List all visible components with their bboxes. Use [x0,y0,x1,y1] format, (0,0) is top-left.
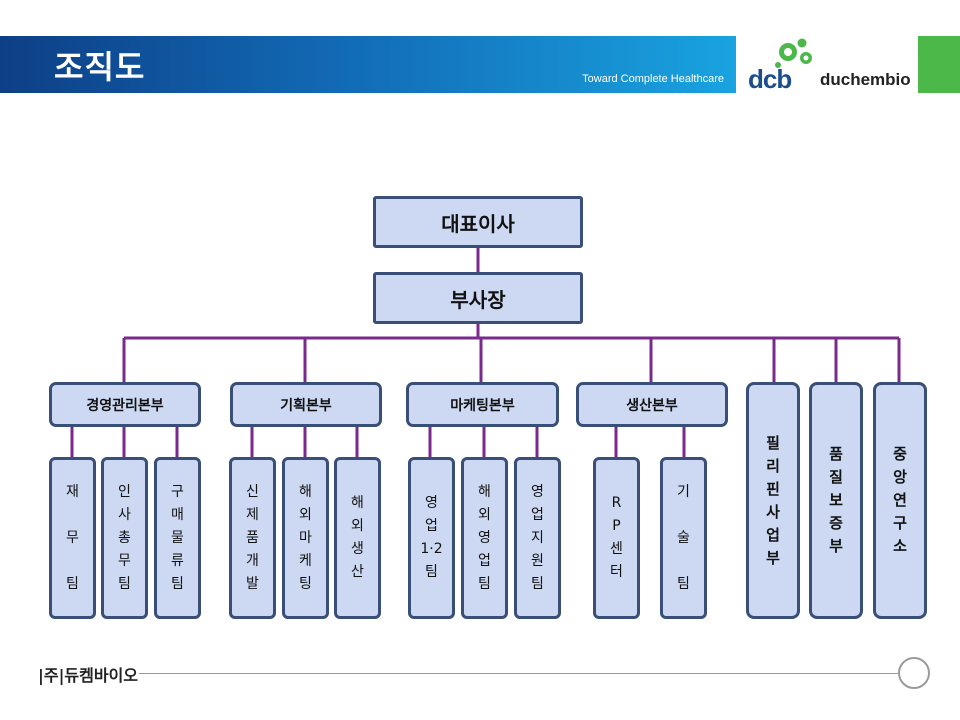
team-label: 영 업 지 원 팀 [531,483,544,592]
company-logo: dcb duchembio [736,36,918,94]
division-planning: 기획본부 [230,382,382,427]
team-hr: 인 사 총 무 팀 [101,457,148,619]
division-central-research: 중 앙 연 구 소 [873,382,927,619]
team-purchasing: 구 매 물 류 팀 [154,457,201,619]
division-management: 경영관리본부 [49,382,201,427]
team-overseas-marketing: 해 외 마 케 팅 [282,457,329,619]
team-label: 기 술 팀 [677,483,690,592]
team-label: 인 사 총 무 팀 [118,483,131,592]
logo-mark: dcb [748,64,792,94]
division-label: 중 앙 연 구 소 [893,445,907,555]
team-overseas-sales: 해 외 영 업 팀 [461,457,508,619]
tagline: Toward Complete Healthcare [582,73,724,85]
division-label: 필 리 핀 사 업 부 [766,433,780,567]
team-label: 구 매 물 류 팀 [171,483,184,592]
team-new-product: 신 제 품 개 발 [229,457,276,619]
accent-block [918,36,960,93]
team-finance: 재 무 팀 [49,457,96,619]
vp-box: 부사장 [373,272,583,324]
team-label: 재 무 팀 [66,483,79,592]
division-quality-assurance: 품 질 보 증 부 [809,382,863,619]
division-philippines: 필 리 핀 사 업 부 [746,382,800,619]
division-production: 생산본부 [576,382,728,427]
team-sales-1-2: 영 업 1·2 팀 [408,457,455,619]
team-label: 해 외 마 케 팅 [299,483,312,592]
team-sales-support: 영 업 지 원 팀 [514,457,561,619]
logo-dots-icon [775,38,812,68]
footer-divider [139,673,899,674]
division-label: 품 질 보 증 부 [829,445,843,555]
team-rp-center: R P 센 터 [593,457,640,619]
team-label: 해 외 생 산 [351,495,364,580]
footer-circle-icon [898,657,930,689]
team-overseas-production: 해 외 생 산 [334,457,381,619]
header-banner: 조직도 Toward Complete Healthcare [0,36,736,93]
team-label: 신 제 품 개 발 [246,483,259,592]
team-label: 영 업 1·2 팀 [420,495,443,580]
ceo-box: 대표이사 [373,196,583,248]
footer-company-name: |주|듀켐바이오 [38,666,139,685]
logo-name: duchembio [820,70,911,89]
team-technology: 기 술 팀 [660,457,707,619]
page-title: 조직도 [54,48,146,86]
division-marketing: 마케팅본부 [406,382,559,427]
team-label: 해 외 영 업 팀 [478,483,491,592]
team-label: R P 센 터 [610,495,623,580]
